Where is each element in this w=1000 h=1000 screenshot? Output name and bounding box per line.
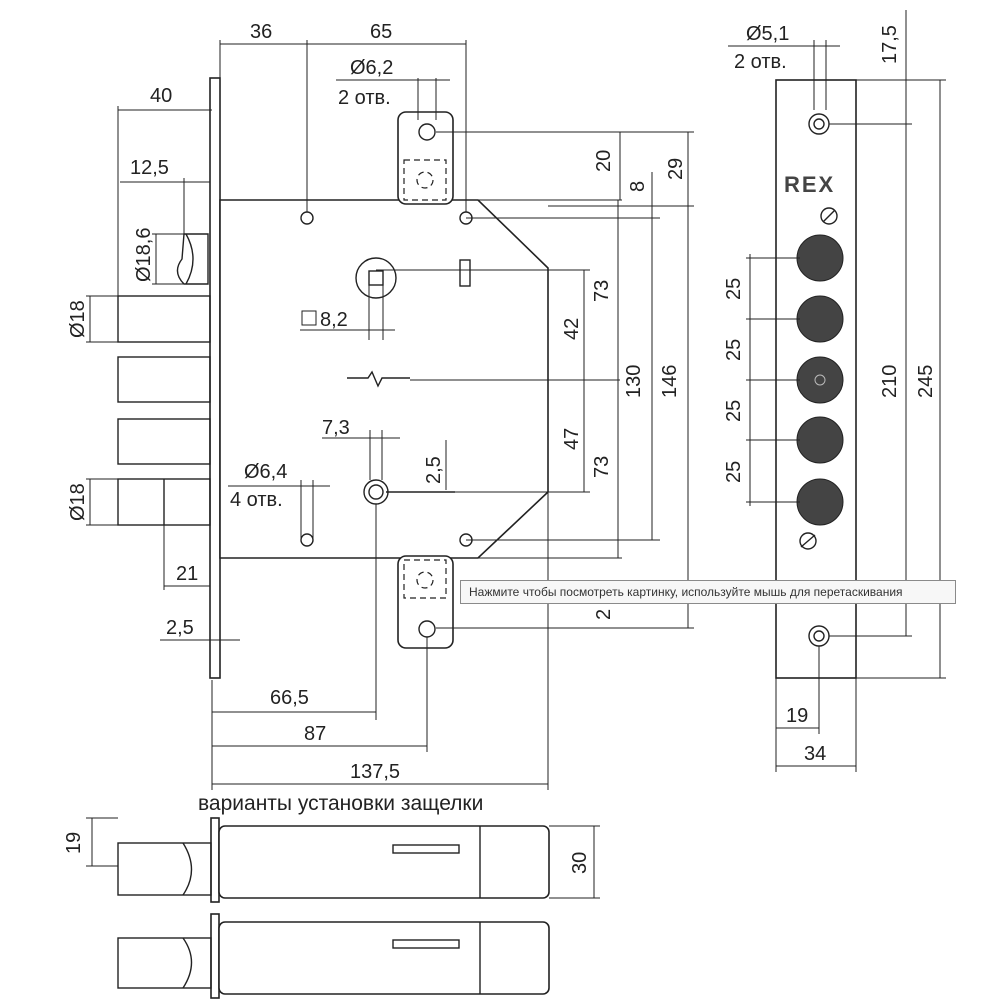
dim-8: 8 (627, 181, 649, 192)
dim-245: 245 (915, 365, 937, 398)
dim-2-5-left: 2,5 (166, 617, 194, 639)
dim-hole64-count: 4 отв. (230, 489, 283, 511)
dim-20: 20 (593, 150, 615, 172)
dim-29: 29 (665, 158, 687, 180)
dim-sq-8-2: 8,2 (320, 309, 348, 331)
dim-25-3: 25 (723, 400, 745, 422)
dim-130: 130 (623, 365, 645, 398)
strike-plate (775, 79, 857, 679)
dim-18-6: Ø18,6 (133, 228, 155, 282)
dim-12-5: 12,5 (130, 157, 169, 179)
dim-66-5: 66,5 (270, 687, 309, 709)
dim-18-bottom: Ø18 (67, 483, 89, 521)
dim-hole64: Ø6,4 (244, 461, 287, 483)
image-hint-tooltip: Нажмите чтобы посмотреть картинку, испол… (460, 580, 956, 604)
brand-logo: REX (784, 172, 835, 197)
dim-19-latch: 19 (63, 832, 85, 854)
dim-2-5-mid: 2,5 (423, 456, 445, 484)
dim-73-bottom: 73 (591, 456, 613, 478)
dim-65: 65 (370, 21, 392, 43)
dim-34: 34 (804, 743, 826, 765)
dim-30: 30 (569, 852, 591, 874)
dim-17-5: 17,5 (879, 25, 901, 64)
dim-40: 40 (150, 85, 172, 107)
dim-hole51: Ø5,1 (746, 23, 789, 45)
dim-25-2: 25 (723, 339, 745, 361)
latch-variants-caption: варианты установки защелки (198, 792, 483, 815)
dim-19-plate: 19 (786, 705, 808, 727)
dimension-lines (86, 40, 694, 790)
latch-variants (86, 817, 600, 999)
dim-25-4: 25 (723, 461, 745, 483)
dim-42: 42 (561, 318, 583, 340)
dim-hole51-count: 2 отв. (734, 51, 787, 73)
dim-hole62-count: 2 отв. (338, 87, 391, 109)
dim-210: 210 (879, 365, 901, 398)
bolts (117, 233, 211, 526)
dim-2-partial: 2 (593, 609, 615, 620)
dim-36: 36 (250, 21, 272, 43)
square-symbol (301, 310, 317, 326)
dim-87: 87 (304, 723, 326, 745)
dim-hole62: Ø6,2 (350, 57, 393, 79)
dim-18-top: Ø18 (67, 300, 89, 338)
dim-146: 146 (659, 365, 681, 398)
dim-21: 21 (176, 563, 198, 585)
dim-47: 47 (561, 428, 583, 450)
mounting-tabs (397, 111, 454, 649)
dim-73-top: 73 (591, 280, 613, 302)
strike-dimension-lines (728, 10, 946, 772)
dim-7-3: 7,3 (322, 417, 350, 439)
dim-137-5: 137,5 (350, 761, 400, 783)
dimension-labels: 36 65 Ø6,2 2 отв. 40 12,5 Ø18,6 Ø18 Ø18 … (63, 21, 937, 874)
dim-25-1: 25 (723, 278, 745, 300)
